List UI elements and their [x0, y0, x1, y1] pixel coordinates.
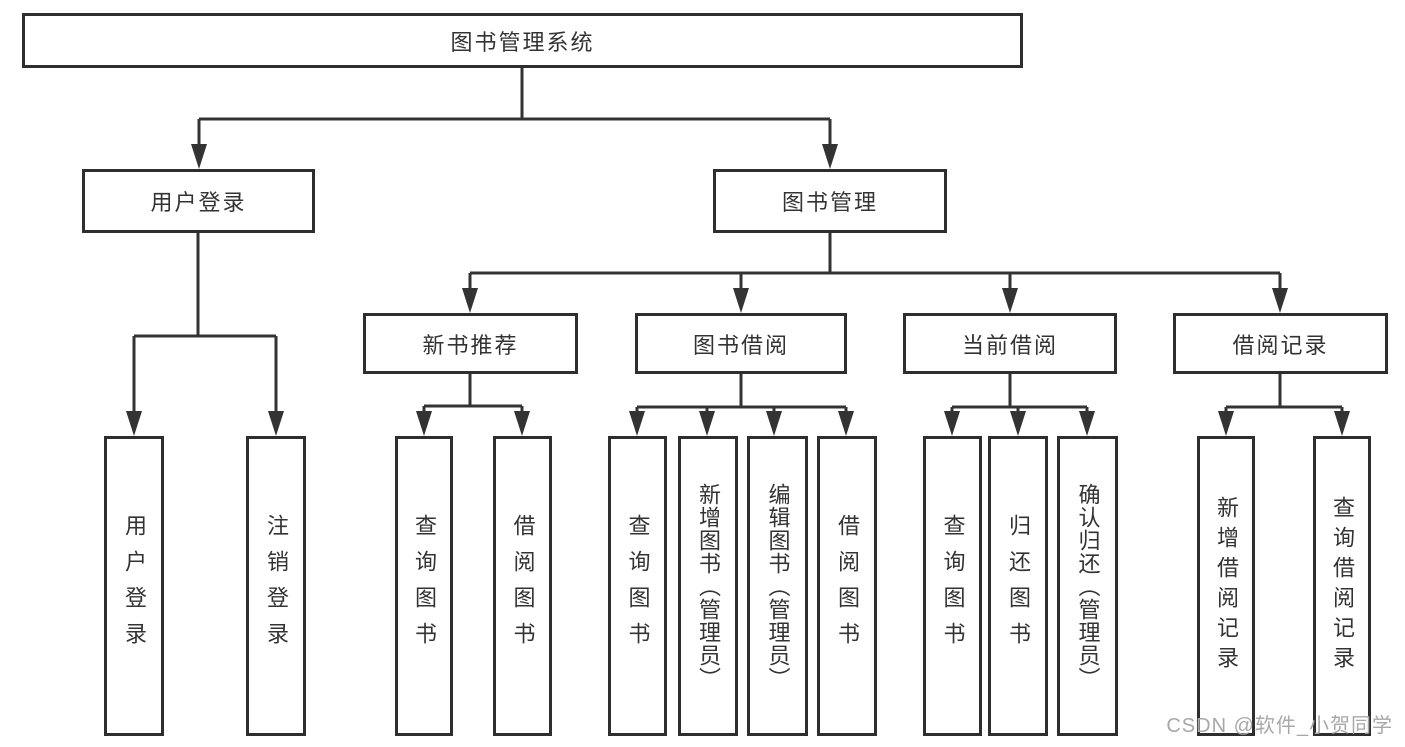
leaf-edit-books-admin: 编辑图书（管理员）	[747, 436, 808, 736]
leaf-confirm-return-admin: 确认归还（管理员）	[1057, 436, 1118, 736]
leaf-label: 注销登录	[264, 514, 289, 658]
leaf-borrow-books: 借阅图书	[493, 436, 552, 736]
leaf-label: 新增借阅记录	[1214, 496, 1239, 676]
leaf-add-borrow-record: 新增借阅记录	[1197, 436, 1255, 736]
leaf-label: 查询图书	[625, 514, 651, 658]
leaf-label: 借阅图书	[835, 514, 860, 658]
node-label: 借阅记录	[1232, 332, 1329, 358]
node-book-borrowing: 图书借阅	[635, 313, 847, 374]
leaf-user-login: 用户登录	[104, 436, 164, 736]
leaf-return-books: 归还图书	[988, 436, 1048, 736]
leaf-label: 查询图书	[940, 514, 966, 658]
leaf-label: 归还图书	[1006, 514, 1031, 658]
node-library-management-system: 图书管理系统	[22, 13, 1023, 68]
leaf-label: 编辑图书（管理员）	[765, 482, 791, 690]
node-label: 当前借阅	[961, 332, 1058, 358]
node-label: 用户登录	[150, 190, 247, 215]
leaf-logout: 注销登录	[246, 436, 306, 736]
leaf-add-books-admin: 新增图书（管理员）	[678, 436, 738, 736]
leaf-label: 确认归还（管理员）	[1075, 482, 1101, 690]
node-label: 图书借阅	[692, 332, 789, 358]
leaf-label: 借阅图书	[510, 514, 536, 658]
node-borrow-records: 借阅记录	[1173, 313, 1388, 374]
arrowheads	[126, 144, 1350, 436]
leaf-label: 新增图书（管理员）	[696, 482, 721, 690]
node-current-borrowing: 当前借阅	[903, 313, 1117, 374]
leaf-label: 查询图书	[412, 514, 437, 658]
node-label: 图书管理系统	[450, 29, 595, 55]
leaf-label: 用户登录	[122, 514, 147, 658]
leaf-query-borrow-record: 查询借阅记录	[1313, 436, 1371, 736]
leaf-query-books: 查询图书	[923, 436, 982, 736]
node-new-book-recommend: 新书推荐	[363, 313, 578, 374]
node-user-login: 用户登录	[82, 169, 315, 233]
node-book-management: 图书管理	[713, 169, 947, 233]
csdn-watermark: CSDN @软件_小贺同学	[1166, 715, 1393, 737]
node-label: 新书推荐	[422, 332, 519, 358]
leaf-query-books: 查询图书	[608, 436, 667, 736]
leaf-label: 查询借阅记录	[1330, 496, 1355, 676]
node-label: 图书管理	[781, 190, 878, 215]
leaf-query-books: 查询图书	[395, 436, 453, 736]
leaf-borrow-books: 借阅图书	[817, 436, 877, 736]
